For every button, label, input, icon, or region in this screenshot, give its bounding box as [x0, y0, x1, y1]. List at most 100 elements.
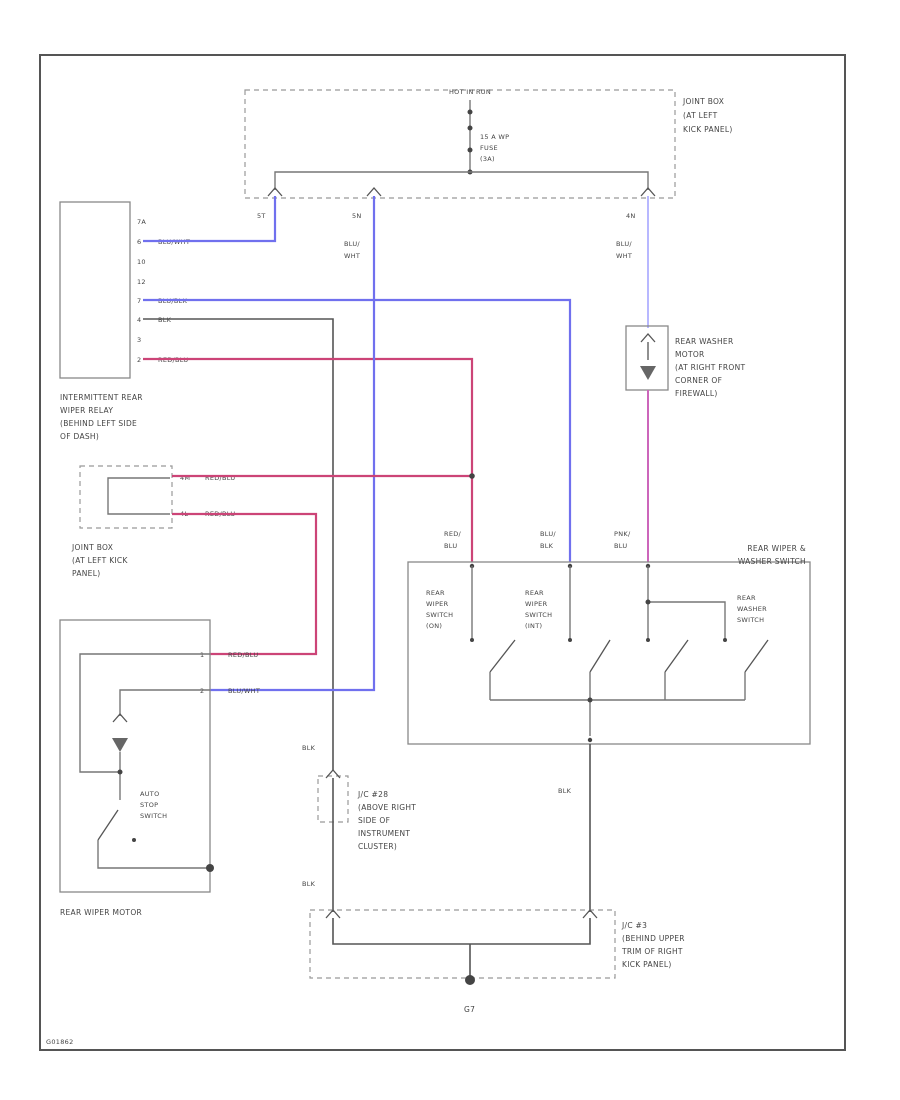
washer-motor-label-4: CORNER OF [675, 376, 722, 385]
wire-5n-to-motor [210, 196, 376, 692]
switch-title-1: REAR WIPER & [747, 544, 806, 553]
switch-blade-3 [664, 639, 689, 673]
auto-stop-label-1: AUTO [140, 790, 160, 798]
auto-stop-ground-wire [97, 840, 210, 869]
washer-motor-icon [640, 366, 656, 380]
washer-motor-connector [640, 333, 656, 343]
joint-box-left-bridge [107, 477, 170, 515]
switch-int-junction [645, 599, 651, 605]
pin-5t-label: 5T [257, 212, 266, 220]
joint-box-left [79, 465, 173, 529]
switch-blade-1 [489, 639, 516, 673]
jb-left-label-3: PANEL) [72, 569, 100, 578]
switch-blade-4 [744, 639, 769, 673]
relay-pin-5: 7 [137, 297, 141, 305]
washer-motor-label-3: (AT RIGHT FRONT [675, 363, 746, 372]
wire-jb-to-motor-red [172, 512, 318, 656]
sw4-top [723, 638, 727, 642]
motor-pin-2: 2 [200, 687, 204, 695]
motor-connector [112, 713, 128, 723]
jb-left-wire-1: RED/BLU [205, 474, 235, 482]
motor-internal-wire-1 [79, 653, 210, 773]
relay-name-1: INTERMITTENT REAR [60, 393, 143, 402]
switch-int-2: WIPER [525, 600, 548, 608]
washer-motor-label-1: REAR WASHER [675, 337, 733, 346]
joint-box-top [244, 89, 676, 199]
rear-wiper-motor-box [59, 619, 211, 893]
wire-blu-wht-right-label-2: WHT [616, 252, 632, 260]
hot-in-run-label: HOT IN RUN [449, 88, 491, 96]
switch-int-1: REAR [525, 589, 544, 597]
joint-box-top-label-1: JOINT BOX [682, 97, 724, 106]
jb-left-label-2: (AT LEFT KICK [72, 556, 128, 565]
relay-name-2: WIPER RELAY [60, 406, 113, 415]
fuse-label-3: (3A) [480, 155, 495, 163]
bus-bar [274, 171, 649, 190]
pin-5n-label: 5N [352, 212, 362, 220]
wire-relay-blk [143, 318, 334, 770]
jc3-label-4: KICK PANEL) [622, 960, 672, 969]
motor-internal-wire-2 [119, 689, 210, 716]
blk-label-switch: BLK [558, 787, 572, 795]
switch-on-3: SWITCH [426, 611, 453, 619]
jb-left-pin-1: 4M [180, 474, 190, 482]
jc28-label-1: J/C #28 [357, 790, 388, 799]
switch-wash-2: WASHER [737, 605, 767, 613]
switch-on-1: REAR [426, 589, 445, 597]
wiper-motor-icon [112, 738, 128, 752]
jc28-label-4: INSTRUMENT [358, 829, 410, 838]
jc3-label-1: J/C #3 [621, 921, 647, 930]
jc3-box [309, 909, 616, 979]
wire-relay-to-5t [143, 196, 277, 243]
connector-5t [267, 187, 283, 197]
motor-wire-1: RED/BLU [228, 651, 258, 659]
sw2-top [568, 638, 572, 642]
pin-4n-label: 4N [626, 212, 636, 220]
connector-4n [640, 187, 656, 197]
relay-name-3: (BEHIND LEFT SIDE [60, 419, 137, 428]
sw1-top [470, 638, 474, 642]
ground-point [465, 975, 475, 985]
switch-int-lead-4 [648, 601, 726, 640]
relay-pin-7: 3 [137, 336, 141, 344]
jc3-label-2: (BEHIND UPPER [622, 934, 685, 943]
fuse-label: 15 A WP [480, 133, 509, 141]
switch-int-3: SWITCH [525, 611, 552, 619]
jb-left-label-1: JOINT BOX [71, 543, 113, 552]
sw3-top [646, 638, 650, 642]
switch-blade-2 [589, 639, 611, 673]
fuse-label-2: FUSE [480, 144, 498, 152]
jc3-connector-left [325, 909, 341, 919]
switch-wash-1: REAR [737, 594, 756, 602]
relay-pin-3: 10 [137, 258, 146, 266]
wire-blu-wht-label-1: BLU/ [344, 240, 360, 248]
junction-red [469, 473, 475, 479]
relay-pin-6: 4 [137, 316, 141, 324]
fuse-dot-3 [467, 147, 473, 153]
jc3-connector-right [582, 909, 598, 919]
auto-stop-switch-blade [97, 809, 119, 841]
jc28-label-2: (ABOVE RIGHT [358, 803, 416, 812]
switch-on-2: WIPER [426, 600, 449, 608]
motor-ground-point [206, 864, 214, 872]
wiper-washer-switch-box [407, 561, 811, 745]
fuse-dot-1 [467, 109, 473, 115]
blk-label-lower: BLK [302, 880, 316, 888]
motor-pin-1: 1 [200, 651, 204, 659]
motor-wire-2: BLU/WHT [228, 687, 260, 695]
switch-on-4: (ON) [426, 622, 442, 630]
relay-pin-4: 12 [137, 278, 146, 286]
auto-stop-contact [132, 838, 136, 842]
relay-name-4: OF DASH) [60, 432, 99, 441]
intermittent-relay-box [59, 201, 131, 379]
switch-int-4: (INT) [525, 622, 542, 630]
relay-pin-1: 7A [137, 218, 146, 226]
auto-stop-label-3: SWITCH [140, 812, 167, 820]
figure-id: G01862 [46, 1038, 74, 1046]
relay-pin-8: 2 [137, 356, 141, 364]
wire-relay-blu-blk [143, 298, 572, 562]
joint-box-top-label-2: (AT LEFT [683, 111, 718, 120]
switch-wire-1b: BLU [444, 542, 457, 550]
auto-stop-label-2: STOP [140, 801, 158, 809]
jc28-label-3: SIDE OF [358, 816, 390, 825]
